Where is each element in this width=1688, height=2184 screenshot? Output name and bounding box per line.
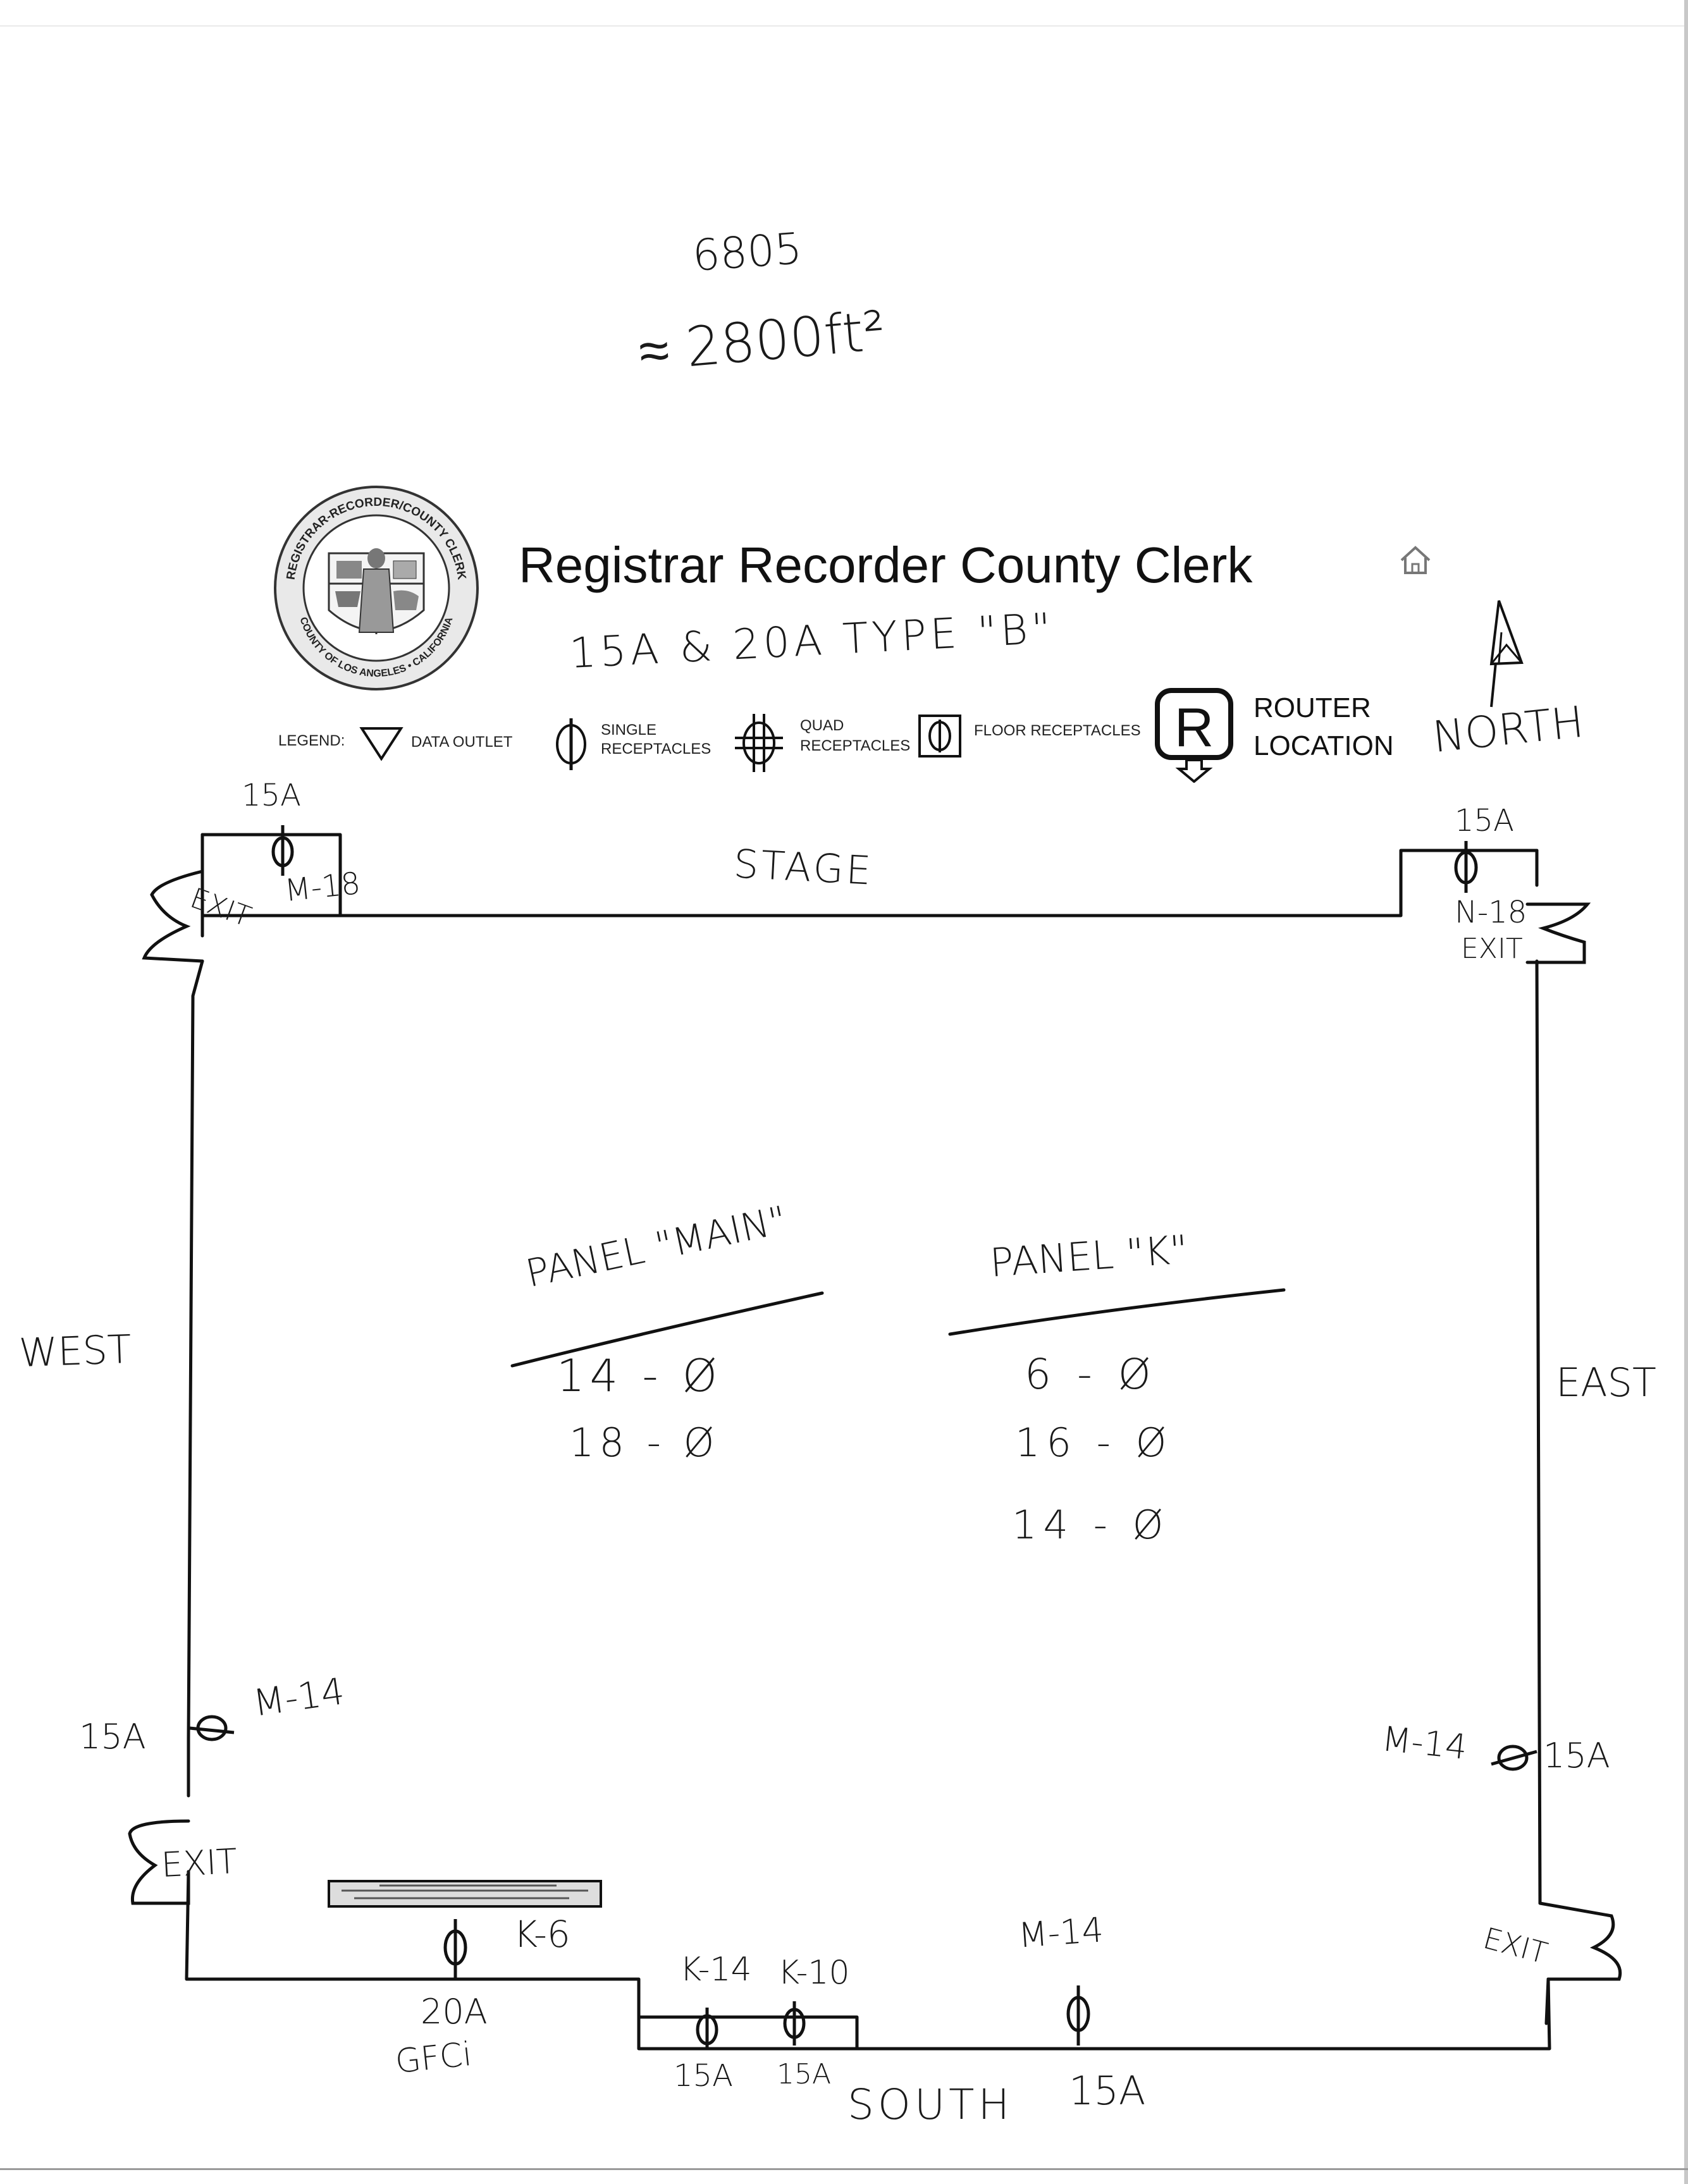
county-seal-logo: REGISTRAR-RECORDER/COUNTY CLERK COUNTY O…: [274, 486, 479, 690]
legend-floor-receptacles: FLOOR RECEPTACLES: [974, 722, 1141, 739]
legend-data-outlet: DATA OUTLET: [411, 733, 513, 751]
west-wall-upper: [187, 959, 204, 1741]
west-exit-label: EXIT: [160, 1841, 238, 1886]
north-wall: [340, 849, 1539, 917]
receptacles: [189, 825, 1537, 2049]
page-title: Registrar Recorder County Clerk: [519, 537, 1253, 593]
ne-outlet-circuit: N-18: [1455, 895, 1527, 930]
south-wall: [185, 1870, 1551, 2051]
west-exit-door: [128, 1819, 190, 1905]
legend-router-location: ROUTER LOCATION: [1254, 689, 1394, 765]
legend: LEGEND: DATA OUTLET SINGLE RECEPTACLES Q…: [0, 683, 1688, 797]
south-label: SOUTH: [847, 2080, 1014, 2129]
ne-exit-door: [1525, 902, 1591, 964]
s1-outlet-amp: 15A: [674, 2058, 733, 2094]
floor-receptacle-icon: [918, 715, 961, 758]
ne-exit-label: EXIT: [1461, 933, 1523, 965]
sw-receptacle: [443, 1919, 467, 1979]
s3-receptacle: [1066, 1985, 1090, 2046]
quad-receptacle-icon: [735, 714, 783, 772]
floor-box-outline: [637, 2015, 859, 2051]
west-outlet-amp: 15A: [79, 1717, 146, 1757]
router-location-icon: R: [1155, 688, 1233, 783]
east-outlet-amp: 15A: [1543, 1736, 1610, 1776]
ne-outlet-amp: 15A: [1455, 803, 1514, 838]
nw-receptacle: [271, 825, 294, 876]
legend-single-line2: RECEPTACLES: [601, 740, 712, 758]
legend-label: LEGEND:: [278, 732, 345, 749]
sw-outlet-type: GFCi: [393, 2035, 474, 2082]
single-receptacle-icon: [556, 718, 586, 770]
legend-single-receptacles: SINGLE RECEPTACLES: [601, 721, 711, 759]
east-receptacle: [1491, 1745, 1537, 1771]
nw-outlet-amp: 15A: [242, 778, 301, 813]
legend-quad-line2: RECEPTACLES: [800, 737, 911, 754]
ne-receptacle: [1454, 841, 1478, 893]
home-icon[interactable]: [1398, 544, 1433, 577]
panel-k-underline: [948, 1288, 1286, 1336]
s2-outlet-amp: 15A: [777, 2058, 832, 2090]
west-receptacle: [189, 1715, 235, 1741]
panel-k-circuit-1: 6 - Ø: [1025, 1350, 1157, 1399]
data-outlet-icon: [359, 727, 404, 761]
s3-outlet-circuit: M-14: [1016, 1910, 1105, 1956]
east-wall: [1535, 959, 1542, 1905]
legend-router-line2: LOCATION: [1254, 730, 1394, 761]
s3-outlet-amp: 15A: [1069, 2068, 1146, 2114]
north-arrow-icon: [1489, 600, 1524, 708]
panel-main-underline: [510, 1291, 824, 1368]
se-wall-stub: [1544, 1977, 1550, 2025]
scan-bottom-edge: [0, 2168, 1688, 2170]
se-exit-door: [1538, 1901, 1622, 1981]
stage-label: STAGE: [732, 840, 875, 894]
router-letter: R: [1174, 697, 1214, 758]
legend-quad-line1: QUAD: [800, 717, 844, 734]
legend-single-line1: SINGLE: [601, 721, 657, 739]
s1-outlet-circuit: K-14: [680, 1951, 752, 1989]
sw-outlet-circuit: K-6: [514, 1913, 570, 1956]
floor-strip-hatch: [342, 1884, 588, 1899]
panel-main-circuit-2: 18 - Ø: [569, 1420, 720, 1466]
sw-outlet-amp: 20A: [421, 1992, 488, 2032]
legend-router-line1: ROUTER: [1254, 692, 1371, 723]
panel-k-circuit-2: 16 - Ø: [1015, 1420, 1173, 1466]
legend-quad-receptacles: QUAD RECEPTACLES: [800, 716, 910, 756]
s1-receptacle: [696, 2008, 718, 2049]
scan-top-edge: [0, 25, 1688, 27]
west-label: WEST: [18, 1325, 132, 1377]
east-label: EAST: [1556, 1359, 1656, 1406]
panel-k-circuit-3: 14 - Ø: [1012, 1502, 1170, 1548]
s2-outlet-circuit: K-10: [778, 1954, 850, 1992]
nw-alcove: [200, 833, 342, 917]
scan-right-edge: [1684, 0, 1688, 2184]
panel-main-circuit-1: 14 - Ø: [557, 1350, 722, 1402]
nw-exit-door: [142, 869, 204, 963]
s2-receptacle: [783, 2001, 806, 2046]
